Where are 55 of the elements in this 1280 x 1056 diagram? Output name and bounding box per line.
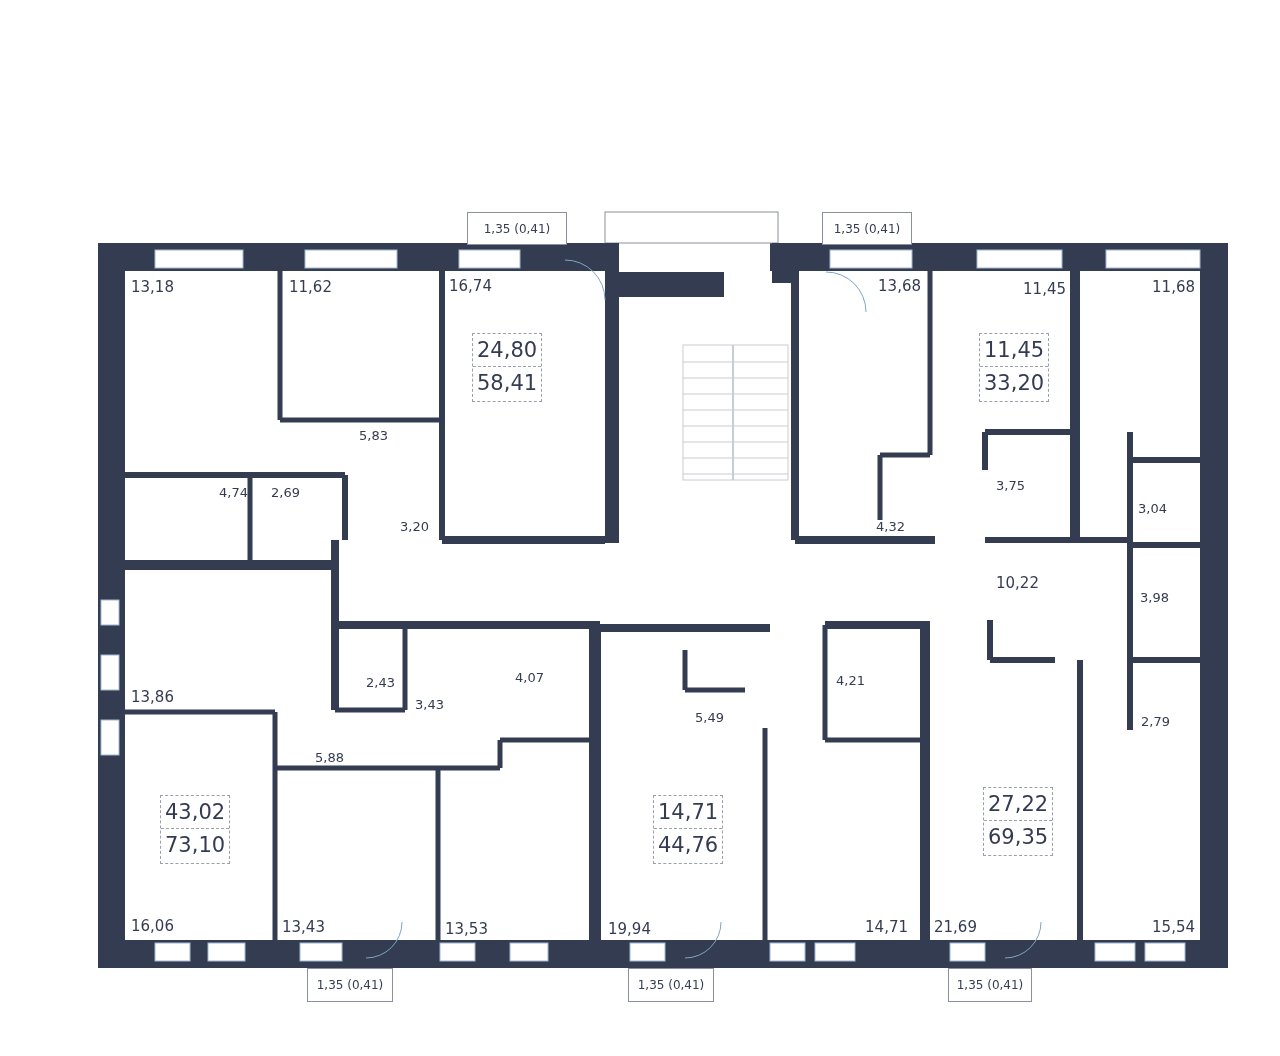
balcony-area: 1,35 (0,41) xyxy=(637,978,705,992)
room-area: 11,45 xyxy=(1023,280,1066,298)
room-area: 3,43 xyxy=(415,696,444,714)
room-area: 5,49 xyxy=(695,709,724,727)
room-area: 4,21 xyxy=(836,672,865,690)
room-area: 13,86 xyxy=(131,688,174,706)
room-area: 3,04 xyxy=(1138,500,1167,518)
living-area: 24,80 xyxy=(473,334,542,366)
room-area: 3,20 xyxy=(400,518,429,536)
apartment-area-box xyxy=(979,333,1050,402)
balcony-outline xyxy=(822,212,912,245)
balcony-area: 1,35 (0,41) xyxy=(956,978,1024,992)
living-area: 11,45 xyxy=(980,334,1049,366)
room-area: 16,06 xyxy=(131,917,174,935)
balcony-area: 1,35 (0,41) xyxy=(483,221,551,236)
room-area: 5,88 xyxy=(315,749,344,767)
apartment-area-box xyxy=(472,333,543,402)
room-area: 4,07 xyxy=(515,669,544,687)
balcony-outline xyxy=(307,968,393,1002)
room-area: 2,43 xyxy=(366,674,395,692)
apartment-area-box xyxy=(653,795,724,864)
room-area: 15,54 xyxy=(1152,918,1195,936)
balcony-outline xyxy=(628,968,714,1002)
room-area: 10,22 xyxy=(996,574,1039,592)
room-area: 5,83 xyxy=(359,427,388,445)
room-area: 13,68 xyxy=(878,277,921,295)
living-area: 14,71 xyxy=(654,796,723,828)
room-area: 4,74 xyxy=(219,484,248,502)
room-area: 11,68 xyxy=(1152,278,1195,296)
room-area: 2,79 xyxy=(1141,713,1170,731)
room-area: 2,69 xyxy=(271,484,300,502)
room-area: 4,32 xyxy=(876,518,905,536)
room-area: 3,75 xyxy=(996,477,1025,495)
living-area: 27,22 xyxy=(984,788,1053,820)
balcony-outline xyxy=(948,968,1032,1002)
room-area: 13,43 xyxy=(282,918,325,936)
living-area: 43,02 xyxy=(161,796,230,828)
room-area: 19,94 xyxy=(608,920,651,938)
balcony-outline xyxy=(467,212,567,245)
apartment-area-box xyxy=(983,787,1054,856)
apartment-area-box xyxy=(160,795,231,864)
room-area: 14,71 xyxy=(865,918,908,936)
total-area: 58,41 xyxy=(473,366,542,399)
balcony-area: 1,35 (0,41) xyxy=(833,221,901,236)
balcony-area: 1,35 (0,41) xyxy=(316,978,384,992)
total-area: 33,20 xyxy=(980,366,1049,399)
total-area: 69,35 xyxy=(984,820,1053,853)
room-area: 13,18 xyxy=(131,278,174,296)
room-area: 16,74 xyxy=(449,277,492,295)
total-area: 44,76 xyxy=(654,828,723,861)
room-area: 11,62 xyxy=(289,278,332,296)
total-area: 73,10 xyxy=(161,828,230,861)
room-area: 21,69 xyxy=(934,918,977,936)
room-area: 3,98 xyxy=(1140,589,1169,607)
room-area: 13,53 xyxy=(445,920,488,938)
